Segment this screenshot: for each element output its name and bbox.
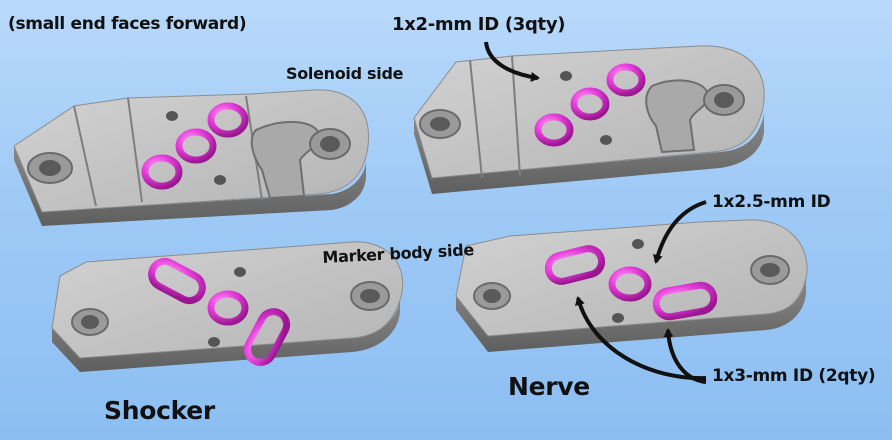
mount-hole-inner	[430, 117, 450, 131]
pin-hole	[560, 71, 572, 81]
plate-shocker-solenoid-side	[13, 89, 369, 226]
curved-arrow-icon	[484, 41, 540, 82]
plate-top	[51, 241, 404, 359]
mount-hole-inner	[320, 136, 340, 152]
plate-nerve-marker-side	[455, 219, 808, 352]
oring	[606, 63, 646, 97]
plate-edge	[14, 146, 366, 226]
pin-hole	[166, 111, 178, 121]
orientation-note: (small end faces forward)	[8, 14, 247, 34]
mount-hole-inner	[39, 160, 61, 176]
pin-hole	[600, 135, 612, 145]
oring	[141, 154, 183, 190]
oring-oval	[652, 281, 718, 321]
plate-edge	[456, 278, 806, 352]
plate-top	[455, 219, 808, 337]
oring-oval	[544, 245, 606, 285]
pin-hole	[214, 175, 226, 185]
oring-1x3-label: 1x3-mm ID (2qty)	[712, 366, 876, 386]
nerve-label: Nerve	[508, 372, 590, 401]
mount-hole-inner	[483, 289, 501, 303]
curved-arrow-icon	[652, 200, 707, 264]
oring	[207, 102, 249, 138]
mount-hole-inner	[760, 263, 780, 277]
oring	[534, 113, 574, 147]
solenoid-side-label: Solenoid side	[286, 64, 404, 83]
plate-edge	[414, 114, 764, 194]
curved-arrow-icon	[574, 296, 707, 381]
step-ridge	[469, 55, 521, 179]
oring-group	[141, 102, 249, 190]
mount-hole-inner	[360, 289, 380, 303]
oring-group	[534, 63, 646, 147]
oring	[207, 290, 249, 326]
slot-cutout	[250, 120, 320, 200]
mount-hole-inner	[714, 92, 734, 108]
oring	[608, 266, 652, 302]
plate-shocker-marker-side	[51, 241, 404, 372]
pin-hole	[632, 239, 644, 249]
pin-hole	[234, 267, 246, 277]
oring-oval	[148, 257, 206, 305]
oring-group	[544, 245, 718, 321]
slot-cutout	[645, 79, 710, 154]
oring	[175, 128, 217, 164]
curved-arrow-icon	[663, 328, 707, 384]
oring-1x2-label: 1x2-mm ID (3qty)	[392, 14, 566, 35]
oring	[570, 87, 610, 121]
shocker-label: Shocker	[104, 396, 215, 425]
plate-nerve-solenoid-side	[413, 45, 765, 194]
oring-group	[148, 257, 291, 366]
oring-oval	[243, 308, 291, 366]
mount-hole-inner	[81, 315, 99, 329]
pin-hole	[208, 337, 220, 347]
pin-hole	[612, 313, 624, 323]
plate-edge	[52, 298, 400, 372]
oring-1x2-5-label: 1x2.5-mm ID	[712, 192, 831, 212]
